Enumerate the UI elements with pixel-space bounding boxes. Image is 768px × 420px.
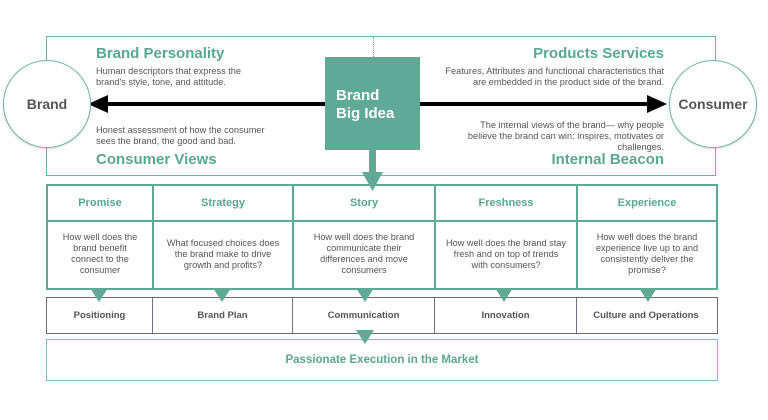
dotted-divider bbox=[373, 37, 374, 57]
arrow-head-right bbox=[647, 95, 667, 113]
brand-personality-desc: Human descriptors that express the brand… bbox=[96, 66, 242, 87]
down-arrow-icon bbox=[495, 288, 513, 302]
center-stem bbox=[369, 150, 376, 172]
execution-label: Passionate Execution in the Market bbox=[285, 354, 479, 366]
pillar-title-story: Story bbox=[294, 186, 436, 220]
pillar-questions: How well does the brand benefit connect … bbox=[46, 220, 718, 290]
down-arrow-icon bbox=[356, 288, 374, 302]
pillar-title-promise: Promise bbox=[48, 186, 154, 220]
output-positioning: Positioning bbox=[47, 298, 153, 333]
big-idea-line1: Brand bbox=[336, 87, 380, 104]
products-services-title: Products Services bbox=[533, 45, 664, 62]
brand-personality-title: Brand Personality bbox=[96, 45, 225, 62]
pillar-question-experience: How well does the brand experience live … bbox=[595, 232, 699, 275]
output-innovation: Innovation bbox=[435, 298, 577, 333]
big-idea-line2: Big Idea bbox=[336, 105, 395, 122]
pillar-title-freshness: Freshness bbox=[436, 186, 578, 220]
brand-node-label: Brand bbox=[26, 96, 68, 112]
down-arrow-icon bbox=[356, 330, 374, 344]
pillar-question-story: How well does the brand communicate thei… bbox=[294, 220, 436, 288]
pillar-title-strategy: Strategy bbox=[154, 186, 294, 220]
output-culture-operations: Culture and Operations bbox=[593, 310, 699, 321]
brand-node: Brand bbox=[3, 60, 91, 148]
down-arrow-icon bbox=[90, 288, 108, 302]
internal-beacon-title: Internal Beacon bbox=[551, 151, 664, 168]
brand-big-idea-box: Brand Big Idea bbox=[325, 57, 420, 150]
pillar-question-promise: How well does the brand benefit connect … bbox=[48, 220, 154, 288]
execution-banner: Passionate Execution in the Market bbox=[46, 339, 718, 381]
down-arrow-icon bbox=[639, 288, 657, 302]
output-brand-plan: Brand Plan bbox=[153, 298, 293, 333]
pillar-outputs: Positioning Brand Plan Communication Inn… bbox=[46, 297, 718, 334]
pillar-question-freshness: How well does the brand stay fresh and o… bbox=[436, 220, 578, 288]
pillar-title-experience: Experience bbox=[617, 197, 677, 209]
pillar-headers: Promise Strategy Story Freshness Experie… bbox=[46, 184, 718, 222]
down-arrow-icon bbox=[213, 288, 231, 302]
consumer-views-title: Consumer Views bbox=[96, 151, 217, 168]
internal-beacon-desc: The internal views of the brand— why peo… bbox=[467, 120, 664, 152]
output-communication: Communication bbox=[293, 298, 435, 333]
arrow-head-left bbox=[88, 95, 108, 113]
products-services-desc: Features, Attributes and functional char… bbox=[445, 66, 664, 87]
center-arrow-head bbox=[362, 172, 383, 191]
pillar-question-strategy: What focused choices does the brand make… bbox=[154, 220, 294, 288]
consumer-views-desc: Honest assessment of how the consumer se… bbox=[96, 125, 265, 146]
consumer-node: Consumer bbox=[669, 60, 757, 148]
consumer-node-label: Consumer bbox=[678, 96, 748, 112]
